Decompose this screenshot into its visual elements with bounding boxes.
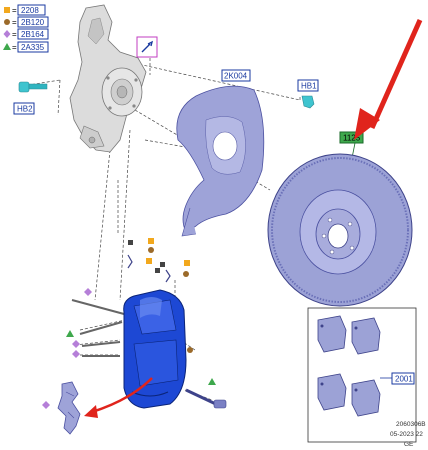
legend-item-square: = 2208	[4, 4, 46, 16]
circle-icon	[4, 19, 10, 25]
legend-code: 2B164	[21, 30, 45, 39]
footer-line2: 05-2023 22	[390, 431, 423, 438]
circle-icon	[183, 271, 189, 277]
fasteners	[66, 238, 227, 409]
diamond-icon	[72, 350, 80, 358]
legend-item-circle: = 2B120	[4, 16, 49, 28]
circle-icon	[187, 347, 193, 353]
triangle-icon	[3, 43, 11, 50]
shield-label: 2K004	[224, 72, 248, 81]
footer-line3: GE	[404, 441, 414, 448]
legend-code: 2208	[21, 6, 39, 15]
hb2-label: HB2	[17, 105, 33, 114]
hb1-screw: HB1	[297, 79, 319, 109]
footer-codes: 2060306B 05-2023 22 GE	[390, 421, 426, 448]
sensor-icon	[141, 40, 154, 53]
arrow-head-icon	[84, 405, 98, 418]
legend-eq: =	[12, 43, 17, 52]
legend-eq: =	[12, 18, 17, 27]
footer-line1: 2060306B	[396, 421, 426, 428]
triangle-icon	[66, 330, 74, 337]
brake-pad	[351, 317, 381, 355]
diamond-icon	[72, 340, 80, 348]
diamond-icon	[42, 401, 50, 409]
legend-eq: =	[12, 6, 17, 15]
steering-knuckle	[69, 4, 147, 153]
brake-disc: 1125	[267, 131, 413, 307]
triangle-icon	[208, 378, 216, 385]
square-icon	[184, 260, 190, 266]
arrow-head-icon	[354, 108, 380, 140]
abs-sensor-callout	[136, 36, 158, 58]
diamond-icon	[3, 30, 11, 38]
brake-pad	[317, 373, 347, 411]
square-icon	[146, 258, 152, 264]
anti-rattle-spring	[42, 381, 81, 435]
brake-pad	[317, 315, 347, 353]
legend: = 2208 = 2B120 = 2B164 = 2A335	[3, 4, 49, 53]
brake-caliper	[123, 289, 187, 409]
curved-arrow	[84, 377, 153, 418]
hb2-bolt: HB2	[13, 81, 48, 115]
pads-label: 2001	[395, 375, 413, 384]
disc-label: 1125	[343, 134, 361, 143]
dust-shield: 2K004	[176, 69, 265, 237]
legend-item-diamond: = 2B164	[3, 28, 49, 40]
legend-eq: =	[12, 30, 17, 39]
circle-icon	[148, 247, 154, 253]
brake-pad	[351, 379, 381, 417]
highlight-arrow	[354, 18, 423, 140]
diamond-icon	[84, 288, 92, 296]
legend-item-triangle: = 2A335	[3, 41, 49, 53]
square-icon	[148, 238, 154, 244]
square-icon	[4, 7, 10, 13]
brake-pads-box: 2001	[307, 307, 417, 443]
hb1-label: HB1	[301, 82, 317, 91]
legend-code: 2B120	[21, 18, 45, 27]
legend-code: 2A335	[21, 43, 45, 52]
